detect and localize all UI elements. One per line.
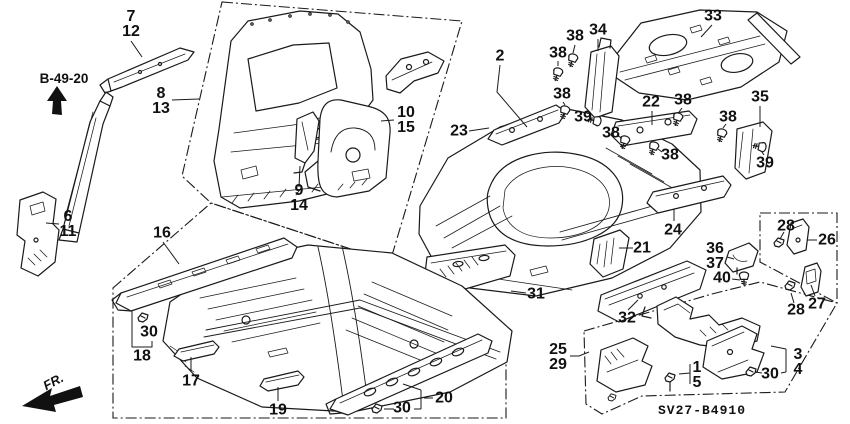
callout-2: 2 bbox=[495, 47, 505, 65]
part-roof-side-rail-bracket bbox=[385, 51, 445, 94]
part-front-pillar-inner bbox=[58, 91, 114, 243]
callout-38: 38 bbox=[719, 108, 737, 126]
fr-direction-arrow-icon bbox=[22, 386, 83, 412]
part-cowl-side-panel bbox=[16, 191, 60, 277]
diagram-code: SV27-B4910 bbox=[657, 403, 746, 418]
region-boxes bbox=[112, 1, 838, 419]
region-box-frame-rails bbox=[583, 281, 838, 415]
callout-33: 33 bbox=[704, 7, 722, 25]
part-shelf-side-stiffener-right bbox=[734, 121, 773, 180]
ref-up-arrow-icon bbox=[47, 86, 67, 115]
leader-lines bbox=[45, 24, 817, 410]
part-floor-strip-17 bbox=[173, 340, 220, 362]
callout-32: 32 bbox=[618, 309, 636, 327]
part-side-sill-inner-left bbox=[111, 237, 298, 312]
part-side-sill-inner-right bbox=[325, 333, 493, 416]
callout-30: 30 bbox=[140, 323, 158, 341]
fastener-clips bbox=[137, 237, 796, 414]
region-box-quarter-panel bbox=[181, 1, 463, 263]
callout-21: 21 bbox=[633, 239, 651, 257]
part-frame-rail-end bbox=[702, 325, 765, 380]
part-rear-side-rail bbox=[646, 175, 732, 214]
callout-16: 16 bbox=[153, 224, 171, 242]
callout-30: 30 bbox=[761, 365, 779, 383]
part-rear-shelf bbox=[611, 9, 801, 101]
part-floor-strip-19 bbox=[259, 370, 305, 392]
part-rear-wheelhouse bbox=[304, 99, 391, 198]
callout-38: 38 bbox=[549, 44, 567, 62]
callout-38: 38 bbox=[566, 27, 584, 45]
region-box-front-floor bbox=[112, 202, 507, 419]
part-floor-side-bracket bbox=[596, 337, 653, 393]
part-clip-26 bbox=[786, 218, 810, 255]
callout-19: 19 bbox=[269, 401, 287, 419]
callout-40: 40 bbox=[713, 269, 731, 287]
callout-20: 20 bbox=[435, 389, 453, 407]
part-rear-gusset bbox=[589, 229, 630, 278]
callout-28: 28 bbox=[777, 217, 795, 235]
callout-34: 34 bbox=[589, 21, 607, 39]
callout-27: 27 bbox=[808, 295, 826, 313]
callout-38: 38 bbox=[674, 91, 692, 109]
callout-31: 31 bbox=[527, 285, 545, 303]
part-bracket-36-37 bbox=[724, 242, 759, 275]
callout-39: 39 bbox=[756, 154, 774, 172]
callout-17: 17 bbox=[182, 372, 200, 390]
callout-38: 38 bbox=[602, 124, 620, 142]
callout-38: 38 bbox=[553, 85, 571, 103]
region-box-clips bbox=[759, 212, 838, 304]
callout-28: 28 bbox=[787, 301, 805, 319]
part-rear-crossmember-front bbox=[487, 104, 567, 146]
callout-24: 24 bbox=[664, 221, 682, 239]
part-front-pillar-upper-stiffener bbox=[99, 47, 195, 94]
callout-35: 35 bbox=[751, 88, 769, 106]
callout-18: 18 bbox=[133, 347, 151, 365]
callout-30: 30 bbox=[393, 399, 411, 417]
callout-39: 39 bbox=[574, 108, 592, 126]
callout-26: 26 bbox=[818, 231, 836, 249]
callout-38: 38 bbox=[661, 146, 679, 164]
callout-23: 23 bbox=[450, 122, 468, 140]
callout-22: 22 bbox=[642, 93, 660, 111]
ref-label: B-49-20 bbox=[39, 71, 89, 86]
part-wheelhouse-bracket bbox=[293, 111, 320, 174]
part-rear-crossmember bbox=[597, 260, 707, 323]
part-clip-27 bbox=[800, 262, 822, 297]
part-shelf-side-stiffener-left bbox=[584, 37, 620, 119]
